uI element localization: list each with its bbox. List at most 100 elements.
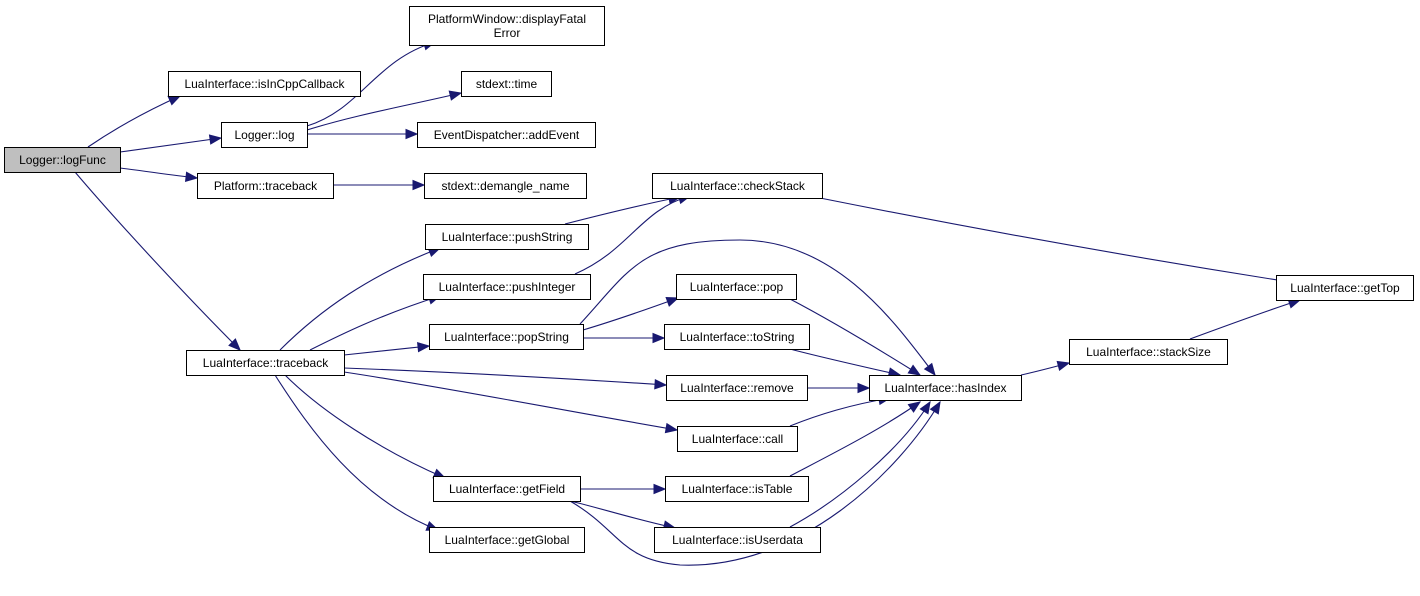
- edge-arrowhead: [929, 400, 941, 415]
- edge-arrowhead: [1056, 360, 1071, 371]
- node-checkStack[interactable]: LuaInterface::checkStack: [652, 173, 823, 199]
- node-log[interactable]: Logger::log: [221, 122, 308, 148]
- node-isInCppCallback[interactable]: LuaInterface::isInCppCallback: [168, 71, 361, 97]
- node-box: [429, 324, 584, 350]
- edge-luaTraceback-to-getField: [284, 374, 447, 479]
- nodes-layer: Logger::logFunc LuaInterface::isInCppCall…: [4, 6, 1414, 553]
- edges-layer: [74, 40, 1302, 566]
- node-getGlobal[interactable]: LuaInterface::getGlobal: [429, 527, 585, 553]
- edge-isUserdata-to-hasIndex: [789, 400, 931, 528]
- node-box: [409, 6, 605, 46]
- edge-log-to-time: [306, 90, 463, 131]
- edge-isTable-to-hasIndex: [789, 401, 922, 477]
- edge-line: [579, 239, 936, 376]
- edge-pushString-to-checkStack: [564, 194, 682, 225]
- node-label: LuaInterface::isInCppCallback: [184, 77, 345, 91]
- edge-arrowhead: [923, 362, 936, 377]
- node-box: [433, 476, 581, 502]
- edge-arrowhead: [907, 364, 922, 376]
- node-platformTraceback[interactable]: Platform::traceback: [197, 173, 334, 199]
- edge-line: [1189, 299, 1301, 340]
- node-popString[interactable]: LuaInterface::popString: [429, 324, 584, 350]
- node-box: [424, 173, 587, 199]
- node-isTable[interactable]: LuaInterface::isTable: [665, 476, 809, 502]
- node-stackSize[interactable]: LuaInterface::stackSize: [1069, 339, 1228, 365]
- node-box: [664, 324, 810, 350]
- edge-checkStack-to-getTop: [819, 197, 1292, 286]
- edge-line: [119, 167, 198, 179]
- edge-arrowhead: [665, 297, 680, 307]
- node-label: LuaInterface::checkStack: [670, 179, 806, 193]
- edge-line: [569, 500, 676, 529]
- node-label: Error: [494, 26, 521, 40]
- node-box: [425, 224, 589, 250]
- edge-line: [789, 401, 921, 477]
- node-label: LuaInterface::getGlobal: [445, 533, 570, 547]
- edge-arrowhead: [405, 128, 419, 140]
- node-pop[interactable]: LuaInterface::pop: [676, 274, 797, 300]
- node-getField[interactable]: LuaInterface::getField: [433, 476, 581, 502]
- edge-pop-to-hasIndex: [789, 298, 922, 376]
- edge-luaTraceback-to-call: [343, 371, 679, 434]
- node-box: [666, 375, 808, 401]
- edge-getField-to-isTable: [580, 483, 667, 495]
- edge-logFunc-to-isInCppCallback: [87, 95, 182, 148]
- node-box: [168, 71, 361, 97]
- node-box: [461, 71, 552, 97]
- node-pushString[interactable]: LuaInterface::pushString: [425, 224, 589, 250]
- node-box: [429, 527, 585, 553]
- node-hasIndex[interactable]: LuaInterface::hasIndex: [869, 375, 1022, 401]
- node-getTop[interactable]: LuaInterface::getTop: [1276, 275, 1414, 301]
- node-label: LuaInterface::getTop: [1290, 281, 1400, 295]
- edge-arrowhead: [919, 400, 931, 415]
- node-box: [652, 173, 823, 199]
- edge-arrowhead: [167, 95, 182, 106]
- node-label: LuaInterface::traceback: [203, 356, 329, 370]
- edge-pushInteger-to-checkStack: [574, 194, 692, 275]
- node-box: [1069, 339, 1228, 365]
- edge-luaTraceback-to-pushInteger: [309, 294, 442, 351]
- node-call[interactable]: LuaInterface::call: [677, 426, 798, 452]
- node-addEvent[interactable]: EventDispatcher::addEvent: [417, 122, 596, 148]
- node-pushInteger[interactable]: LuaInterface::pushInteger: [423, 274, 591, 300]
- node-demangleName[interactable]: stdext::demangle_name: [424, 173, 587, 199]
- node-label: LuaInterface::toString: [680, 330, 795, 344]
- edge-toString-to-hasIndex: [789, 348, 902, 378]
- node-logFunc[interactable]: Logger::logFunc: [4, 147, 121, 173]
- edge-arrowhead: [412, 179, 426, 191]
- edge-logFunc-to-luaTraceback: [74, 171, 241, 351]
- node-label: LuaInterface::stackSize: [1086, 345, 1211, 359]
- node-toString[interactable]: LuaInterface::toString: [664, 324, 810, 350]
- edge-popString-to-toString: [582, 332, 666, 344]
- edge-popString-to-hasIndex: [579, 239, 936, 377]
- edge-line: [309, 295, 441, 351]
- edge-popString-to-pop: [582, 297, 680, 331]
- node-box: [654, 527, 821, 553]
- edge-arrowhead: [653, 483, 667, 495]
- edge-line: [274, 374, 439, 531]
- node-isUserdata[interactable]: LuaInterface::isUserdata: [654, 527, 821, 553]
- edge-line: [789, 401, 931, 528]
- edge-line: [74, 171, 241, 351]
- edge-arrowhead: [184, 171, 199, 182]
- edge-line: [279, 247, 441, 351]
- edge-arrowhead: [208, 134, 223, 145]
- node-remove[interactable]: LuaInterface::remove: [666, 375, 808, 401]
- edge-arrowhead: [417, 341, 431, 353]
- node-label: LuaInterface::hasIndex: [884, 381, 1006, 395]
- node-label: Platform::traceback: [214, 179, 318, 193]
- node-box: [869, 375, 1022, 401]
- edge-line: [564, 196, 681, 225]
- node-label: LuaInterface::popString: [444, 330, 569, 344]
- edge-log-to-addEvent: [307, 128, 419, 140]
- node-box: [417, 122, 596, 148]
- node-box: [221, 122, 308, 148]
- edge-line: [574, 195, 691, 275]
- node-label: stdext::time: [476, 77, 538, 91]
- node-luaTraceback[interactable]: LuaInterface::traceback: [186, 350, 345, 376]
- edge-luaTraceback-to-pushString: [279, 247, 442, 351]
- edge-luaTraceback-to-getGlobal: [274, 374, 440, 531]
- node-time[interactable]: stdext::time: [461, 71, 552, 97]
